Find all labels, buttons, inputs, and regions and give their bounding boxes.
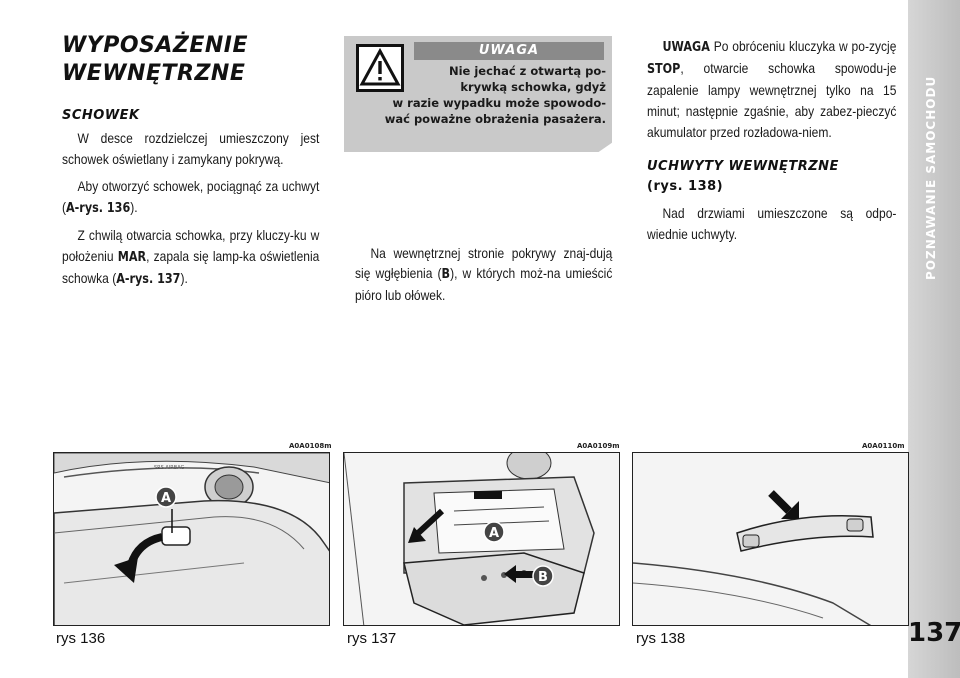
- figure-caption: rys 136: [56, 630, 106, 647]
- text-span: Na wewnętrznej stronie pokrywy znaj-dują…: [355, 245, 613, 281]
- figure-code: A0A0108m: [289, 442, 332, 450]
- section-sidebar: POZNAWANIE SAMOCHODU: [908, 0, 960, 678]
- warning-line: wać poważne obrażenia pasażera.: [384, 112, 606, 126]
- figure-137: A B: [343, 452, 620, 626]
- figure-caption: rys 137: [347, 630, 397, 647]
- key-position-label: STOP: [647, 62, 681, 77]
- grab-handle-illustration: [633, 453, 908, 625]
- glovebox-closed-illustration: A SRS AIRBAG: [54, 453, 329, 625]
- airbag-label: SRS AIRBAG: [154, 465, 185, 471]
- paragraph-lid-recesses: Na wewnętrznej stronie pokrywy znaj-dują…: [355, 243, 612, 305]
- paragraph-schowek-open: Aby otworzyć schowek, pociągnąć za uchwy…: [62, 176, 319, 219]
- figure-138: [632, 452, 909, 626]
- paragraph-schowek-intro: W desce rozdzielczej umieszczony jest sc…: [62, 130, 320, 167]
- warning-triangle-icon: [356, 44, 404, 92]
- sidebar-title: POZNAWANIE SAMOCHODU: [924, 75, 938, 280]
- warning-text: Nie jechać z otwartą po- krywką schowka,…: [352, 63, 606, 127]
- column-right: UWAGA Po obróceniu kluczyka w po-zycję S…: [647, 36, 897, 245]
- callout-label-b: B: [538, 570, 548, 585]
- text-span: ).: [180, 270, 188, 286]
- column-middle: Na wewnętrznej stronie pokrywy znaj-dują…: [355, 243, 613, 305]
- text-span: Z chwilą otwarcia schowka, przy kluczy-k…: [62, 227, 320, 264]
- note-label: UWAGA: [662, 40, 710, 55]
- warning-line: Nie jechać z otwartą po-: [448, 64, 606, 78]
- paragraph-schowek-lamp: Z chwilą otwarcia schowka, przy kluczy-k…: [62, 225, 319, 290]
- key-position-label: MAR: [117, 250, 147, 265]
- text-span: , otwarcie schowka spowodu-je zapalenie …: [647, 60, 897, 140]
- paragraph-handles: Nad drzwiami umieszczone są odpo-wiednie…: [647, 205, 897, 242]
- callout-label-a: A: [161, 491, 171, 506]
- callout-reference: B: [441, 267, 451, 282]
- page-title: WYPOSAŻENIE WEWNĘTRZNE: [62, 32, 320, 88]
- text-span: Po obróceniu kluczyka w po-zycję: [709, 38, 897, 54]
- text-span: ).: [130, 199, 138, 215]
- page-title-line2: WEWNĘTRZNE: [62, 61, 246, 86]
- warning-line: w razie wypadku może spowodo-: [392, 96, 606, 110]
- figure-136: A SRS AIRBAG: [53, 452, 330, 626]
- figure-reference: A-rys. 136: [66, 201, 131, 216]
- glovebox-open-illustration: A B: [344, 453, 619, 625]
- text-span: , zapala się lamp-ka oświetlenia schowka…: [62, 248, 320, 286]
- callout-label-a: A: [489, 526, 499, 541]
- text-span: Aby otworzyć schowek, pociągnąć za uchwy…: [62, 178, 320, 215]
- warning-box: UWAGA Nie jechać z otwartą po- krywką sc…: [344, 36, 612, 152]
- figure-caption: rys 138: [636, 630, 686, 647]
- warning-line: krywką schowka, gdyż: [460, 80, 606, 94]
- page-number: 137: [908, 618, 960, 648]
- paragraph-note: UWAGA Po obróceniu kluczyka w po-zycję S…: [647, 36, 896, 143]
- column-left: WYPOSAŻENIE WEWNĘTRZNE SCHOWEK W desce r…: [62, 32, 320, 290]
- section-title-schowek: SCHOWEK: [62, 108, 140, 123]
- figure-code: A0A0110m: [862, 442, 905, 450]
- section-title-uchwyty: UCHWYTY WEWNĘTRZNE: [647, 159, 839, 174]
- page-title-line1: WYPOSAŻENIE: [62, 33, 249, 58]
- figure-code: A0A0109m: [577, 442, 620, 450]
- figure-reference: A-rys. 137: [116, 272, 181, 287]
- text-span: ), w których moż-na umieścić pióro lub o…: [355, 265, 613, 303]
- section-title-uchwyty-ref: (rys. 138): [647, 179, 724, 194]
- warning-header: UWAGA: [414, 42, 604, 60]
